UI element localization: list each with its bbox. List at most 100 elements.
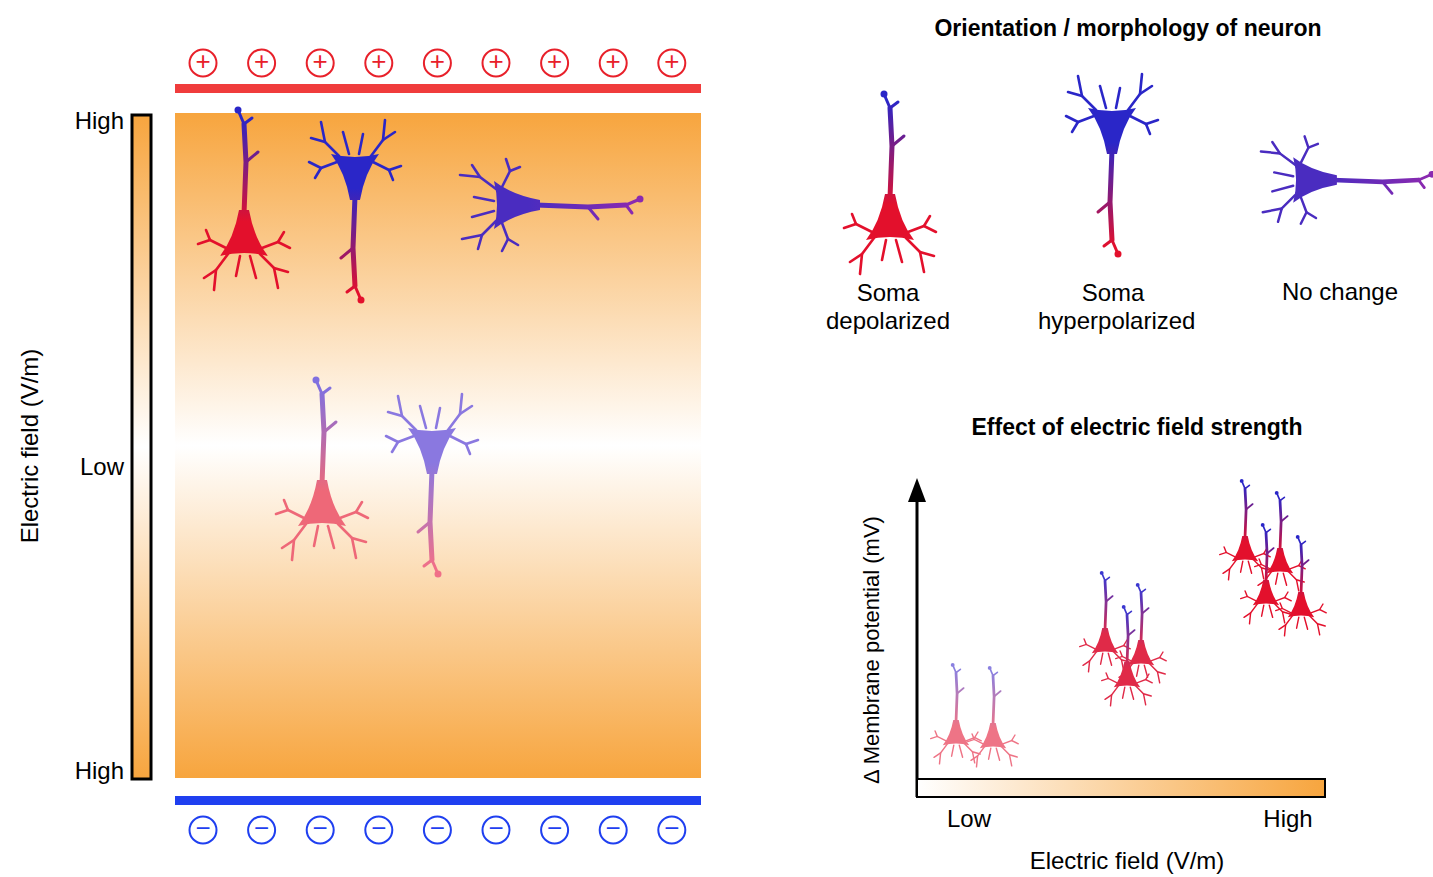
charge-sign: −: [195, 814, 210, 844]
panel-heading: Effect of electric field strength: [971, 414, 1302, 440]
apical-dendrite: [1127, 615, 1128, 665]
basal-dendrite: [1078, 76, 1082, 96]
neuron-caption: Soma depolarized: [813, 279, 963, 334]
basal-dendrite: [1066, 116, 1094, 122]
basal-dendrite: [460, 394, 462, 414]
soma: [943, 720, 969, 745]
dendrite-branch: [418, 522, 430, 532]
basal-dendrite: [896, 240, 902, 262]
scale-label: High: [75, 107, 124, 135]
axis-tick-label: High: [1263, 805, 1312, 833]
y-axis: [916, 500, 919, 797]
basal-dendrite: [1130, 116, 1158, 124]
dendrite-tip: [637, 196, 644, 203]
basal-dendrite: [466, 444, 470, 454]
soma: [1293, 157, 1337, 203]
basal-dendrite: [1311, 610, 1326, 613]
basal-dendrite: [1304, 617, 1307, 629]
basal-dendrite: [1123, 687, 1125, 698]
basal-dendrite: [1280, 603, 1282, 609]
basal-dendrite: [1297, 580, 1299, 591]
basal-dendrite: [1102, 678, 1117, 682]
basal-dendrite: [1241, 596, 1256, 600]
basal-dendrite: [1101, 653, 1103, 664]
dendrite-tip: [881, 91, 888, 98]
basal-dendrite: [1130, 687, 1133, 699]
basal-dendrite: [844, 224, 872, 232]
dendrite-branch: [994, 691, 1001, 697]
basal-dendrite: [1012, 735, 1015, 741]
dendrite-branch: [1301, 541, 1305, 544]
neuron: [1220, 479, 1271, 580]
basal-dendrite: [450, 436, 478, 444]
dendrite-tip: [951, 663, 955, 667]
basal-dendrite: [1003, 741, 1018, 744]
soma: [1288, 592, 1314, 617]
charge-sign: −: [430, 814, 445, 844]
dendrite-branch: [1104, 240, 1112, 246]
dendrite-branch: [1127, 611, 1131, 614]
soma: [220, 210, 268, 256]
basal-dendrite: [1144, 665, 1147, 677]
basal-dendrite: [1108, 653, 1111, 665]
dendrite-tip: [1261, 523, 1265, 527]
basal-dendrite: [882, 240, 886, 260]
basal-dendrite: [398, 396, 402, 416]
soma: [980, 723, 1006, 748]
basal-dendrite: [1220, 552, 1235, 556]
dendrite-branch: [1246, 504, 1253, 510]
charge-sign: +: [664, 47, 679, 77]
apical-dendrite: [1105, 581, 1106, 631]
basal-dendrite: [852, 214, 856, 224]
charge-sign: −: [664, 814, 679, 844]
charge-sign: −: [606, 814, 621, 844]
neuron: [198, 107, 290, 291]
basal-dendrite: [284, 500, 288, 510]
dendrite-branch: [347, 286, 355, 292]
basal-dendrite: [1080, 644, 1095, 648]
basal-dendrite: [1144, 694, 1146, 705]
basal-dendrite: [1263, 209, 1282, 213]
dendrite-branch: [424, 560, 432, 566]
basal-dendrite: [977, 756, 978, 767]
basal-dendrite: [314, 526, 318, 546]
basal-dendrite: [352, 538, 356, 558]
basal-dendrite: [1120, 651, 1122, 657]
x-axis-bar: [917, 779, 1325, 797]
neuron: [1261, 136, 1433, 223]
basal-dendrite: [508, 239, 518, 245]
neuron-caption: Soma hyperpolarized: [1038, 279, 1188, 334]
neuron: [460, 159, 644, 251]
soma: [1267, 548, 1293, 573]
dendrite-tip: [988, 666, 992, 670]
dendrite-branch: [1098, 202, 1110, 212]
basal-dendrite: [1241, 561, 1243, 572]
basal-dendrite: [972, 734, 974, 740]
basal-dendrite: [1285, 592, 1288, 598]
basal-dendrite: [343, 132, 349, 154]
apical-dendrite: [1141, 593, 1142, 643]
basal-dendrite: [1250, 613, 1251, 624]
basal-dendrite: [386, 436, 414, 442]
basal-dendrite: [392, 442, 398, 452]
charge-sign: +: [313, 47, 328, 77]
basal-dendrite: [276, 510, 304, 518]
basal-dendrite: [989, 748, 991, 759]
axis-title: Electric field (V/m): [16, 349, 44, 544]
basal-dendrite: [931, 736, 946, 740]
apical-dendrite: [1301, 545, 1302, 595]
basal-dendrite: [959, 745, 962, 757]
neuron: [1276, 535, 1327, 636]
basal-dendrite: [1261, 152, 1280, 154]
positive-plate: [175, 84, 701, 93]
dendrite-branch: [1105, 577, 1109, 580]
dendrite-tip: [1115, 251, 1122, 258]
dendrite-tip: [1296, 535, 1300, 539]
basal-dendrite: [472, 211, 494, 217]
neuron: [276, 377, 368, 561]
basal-dendrite: [1276, 608, 1291, 612]
dendrite-branch: [322, 388, 330, 394]
soma: [494, 181, 540, 229]
dendrite-branch: [1419, 180, 1425, 188]
basal-dendrite: [940, 753, 941, 764]
